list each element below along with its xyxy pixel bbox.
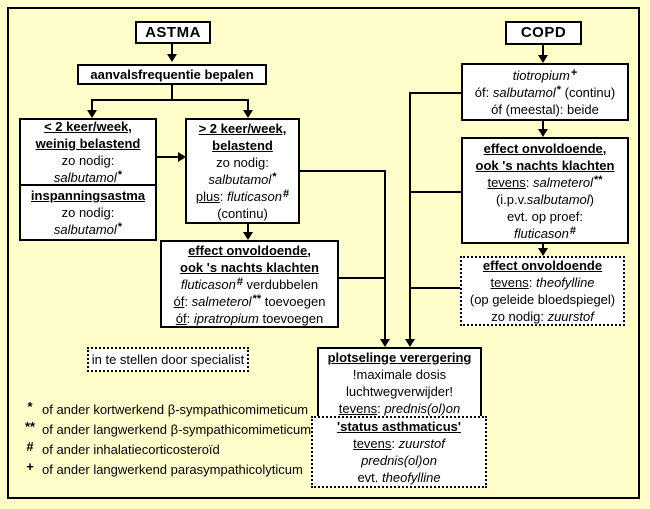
- connector-split-left-arrow: [87, 110, 97, 118]
- connector-split-right-arrow: [243, 110, 253, 118]
- connector-copd-effect2-line: [542, 244, 544, 250]
- node-specialist-note: in te stellen door specialist: [87, 347, 249, 372]
- legend: * of ander kortwerkend β-sympathicomimet…: [20, 399, 320, 481]
- node-astma-title: ASTMA: [135, 21, 211, 44]
- connector-copd-effect-line: [542, 121, 544, 130]
- legend-text: of ander kortwerkend β-sympathicomimetic…: [42, 402, 309, 417]
- hash-symbol: #: [26, 439, 34, 454]
- connector-split-right-line: [247, 99, 249, 111]
- legend-text: of ander inhalatiecorticosteroïd: [42, 442, 220, 457]
- connector-frequency-split: [91, 99, 249, 101]
- connector-copd-rail-arrow: [405, 339, 415, 347]
- legend-row-long-acting: ** of ander langwerkend β-sympathicomime…: [20, 419, 320, 441]
- legend-row-short-acting: * of ander kortwerkend β-sympathicomimet…: [20, 399, 320, 421]
- connector-frequency-stem: [171, 85, 173, 100]
- node-copd-start-treatment: tiotropium+óf: salbutamol* (continu)óf (…: [461, 63, 629, 121]
- connector-low-to-high-line: [157, 156, 179, 158]
- connector-copd-effect2-arrow: [538, 248, 548, 256]
- connector-copd-start-arrow: [538, 55, 548, 63]
- node-frequency: aanvalsfrequentie bepalen: [77, 64, 267, 85]
- connector-copd-rail-link2: [409, 191, 461, 193]
- connector-astma-frequency-line: [171, 44, 173, 56]
- connector-astma-rail: [384, 170, 386, 341]
- legend-text: of ander langwerkend parasympathicolytic…: [42, 462, 303, 477]
- connector-effect-right-link: [339, 277, 386, 279]
- connector-copd-rail: [409, 92, 411, 341]
- connector-copd-rail-link1: [409, 92, 461, 94]
- legend-row-parasympatholytic: + of ander langwerkend parasympathicolyt…: [20, 459, 320, 481]
- connector-high-to-effect-line: [247, 224, 249, 233]
- outer-border: [7, 7, 640, 499]
- connector-copd-rail-link3: [409, 287, 460, 289]
- node-copd-insufficient-effect: effect onvoldoende,ook 's nachts klachte…: [461, 137, 629, 244]
- connector-high-right-link: [299, 170, 386, 172]
- node-astma-insufficient-effect: effect onvoldoende,ook 's nachts klachte…: [160, 240, 339, 328]
- connector-astma-rail-arrow: [380, 339, 390, 347]
- connector-low-to-high-arrow: [178, 152, 186, 162]
- double-asterisk-symbol: **: [24, 419, 36, 434]
- node-copd-title: COPD: [505, 21, 582, 45]
- connector-astma-frequency-arrow: [167, 54, 177, 62]
- connector-high-to-effect-arrow: [243, 232, 253, 240]
- legend-text: of ander langwerkend β-sympathicomimetic…: [42, 422, 312, 437]
- plus-symbol: +: [26, 459, 34, 474]
- legend-row-corticosteroid: # of ander inhalatiecorticosteroïd: [20, 439, 320, 461]
- connector-split-left-line: [91, 99, 93, 111]
- connector-copd-effect-arrow: [538, 129, 548, 137]
- asterisk-symbol: *: [27, 399, 33, 414]
- connector-copd-start-line: [542, 45, 544, 56]
